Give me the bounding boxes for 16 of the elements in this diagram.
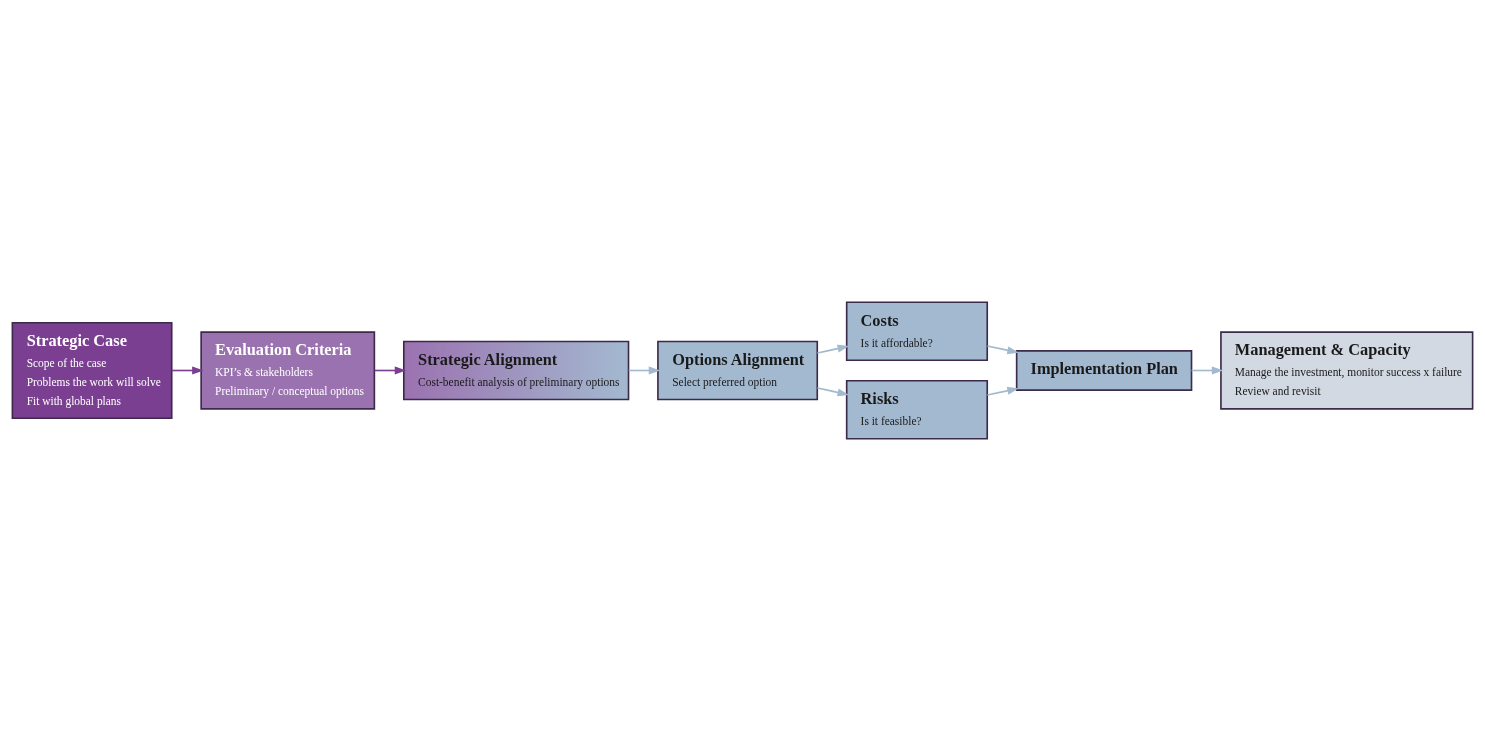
node-box: Evaluation Criteria KPI’s & stakeholders Preliminary / conceptual options bbox=[200, 331, 376, 410]
node-box: Management & Capacity Manage the investment, monitor success x failure Review and revisit bbox=[1220, 331, 1474, 410]
arrow bbox=[986, 345, 1019, 355]
arrow bbox=[628, 366, 661, 375]
arrow bbox=[986, 386, 1019, 396]
node-box: Costs Is it affordable? bbox=[845, 301, 989, 362]
node-box: Implementation Plan bbox=[1015, 350, 1193, 391]
node-box: Strategic Alignment Cost-benefit analysis of preliminary options bbox=[402, 340, 630, 401]
arrow bbox=[816, 387, 850, 397]
node-box: Risks Is it feasible? bbox=[845, 379, 989, 440]
node-box: Options Alignment Select preferred option bbox=[657, 340, 819, 401]
arrow bbox=[373, 366, 407, 375]
arrow bbox=[816, 344, 850, 354]
arrow bbox=[1190, 366, 1224, 375]
arrow bbox=[171, 366, 204, 375]
node-box: Strategic Case Scope of the case Problems the work will solve Fit with global plans bbox=[11, 321, 173, 420]
